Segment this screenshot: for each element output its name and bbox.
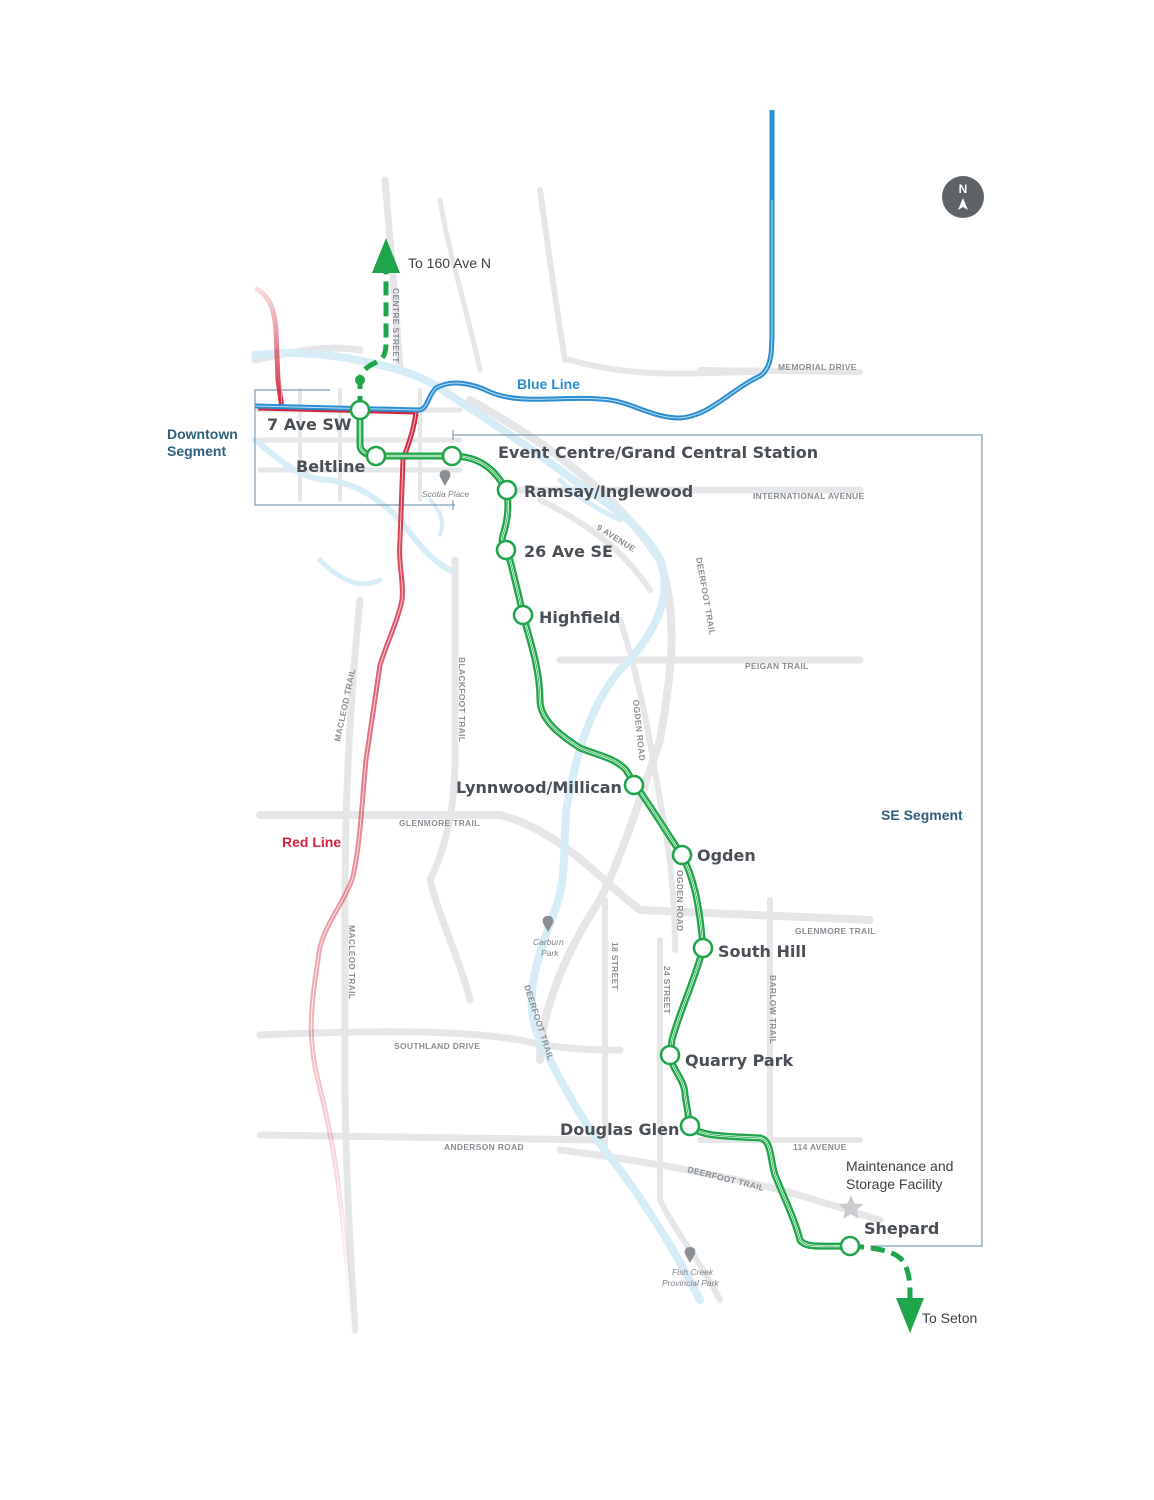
svg-text:N: N: [959, 182, 968, 196]
carburn-park-pin-icon: [542, 916, 554, 932]
road-memorial-drive: MEMORIAL DRIVE: [778, 362, 857, 372]
road-barlow-trail: BARLOW TRAIL: [768, 975, 778, 1044]
station-douglas-glen[interactable]: [679, 1115, 701, 1137]
road-macleod-south: MACLEOD TRAIL: [347, 925, 357, 999]
north-arrow-icon: [372, 238, 400, 273]
facility-star-icon: [838, 1195, 864, 1219]
label-7-ave-sw: 7 Ave SW: [267, 415, 352, 434]
blue-line: [254, 110, 775, 421]
station-ramsay-inglewood[interactable]: [496, 479, 518, 501]
segment-labels: Downtown Segment SE Segment: [167, 426, 963, 823]
carburn-park-label-1: Carburn: [533, 937, 564, 947]
station-lynnwood-millican[interactable]: [623, 774, 645, 796]
road-centre-street: CENTRE STREET: [391, 288, 401, 363]
scotia-place-label: Scotia Place: [422, 489, 470, 499]
label-highfield: Highfield: [539, 608, 620, 627]
road-ogden-south: OGDEN ROAD: [675, 870, 685, 932]
road-peigan-trail: PEIGAN TRAIL: [745, 661, 809, 671]
label-26-ave-se: 26 Ave SE: [524, 542, 613, 561]
rivers: [251, 349, 704, 1304]
downtown-segment-label-2: Segment: [167, 443, 226, 459]
carburn-park-label-2: Park: [541, 948, 559, 958]
stations: [349, 399, 861, 1257]
station-south-hill[interactable]: [692, 937, 714, 959]
line-labels: Blue Line Red Line: [282, 376, 580, 850]
station-7-ave-sw[interactable]: [349, 399, 371, 421]
fish-creek-label-2: Provincial Park: [662, 1278, 719, 1288]
facility-label-1: Maintenance and: [846, 1158, 953, 1174]
label-event-centre: Event Centre/Grand Central Station: [498, 443, 818, 462]
road-glenmore-west: GLENMORE TRAIL: [399, 818, 480, 828]
station-beltline[interactable]: [365, 445, 387, 467]
blue-line-label: Blue Line: [517, 376, 580, 392]
road-deerfoot-north: DEERFOOT TRAIL: [694, 557, 718, 636]
label-lynnwood-millican: Lynnwood/Millican: [456, 778, 622, 797]
red-line-label: Red Line: [282, 834, 341, 850]
station-shepard[interactable]: [839, 1235, 861, 1257]
road-114-avenue: 114 AVENUE: [793, 1142, 847, 1152]
label-ramsay-inglewood: Ramsay/Inglewood: [524, 482, 693, 501]
south-direction-label: To Seton: [922, 1310, 977, 1326]
north-direction-label: To 160 Ave N: [408, 255, 491, 271]
label-beltline: Beltline: [296, 457, 366, 476]
station-quarry-park[interactable]: [659, 1044, 681, 1066]
fish-creek-label-1: Fish Creek: [672, 1267, 714, 1277]
facility-labels: Maintenance and Storage Facility: [846, 1158, 953, 1192]
road-southland-drive: SOUTHLAND DRIVE: [394, 1041, 480, 1051]
station-highfield[interactable]: [512, 604, 534, 626]
red-line: [253, 285, 419, 1331]
label-ogden: Ogden: [697, 846, 756, 865]
road-deerfoot-south: DEERFOOT TRAIL: [687, 1164, 766, 1193]
scotia-place-pin-icon: [439, 470, 451, 486]
se-segment-label: SE Segment: [881, 807, 963, 823]
road-24-street: 24 STREET: [662, 966, 672, 1015]
label-quarry-park: Quarry Park: [685, 1051, 794, 1070]
south-arrow-icon: [896, 1298, 924, 1333]
label-shepard: Shepard: [864, 1219, 939, 1238]
downtown-segment-label-1: Downtown: [167, 426, 238, 442]
station-26-ave-se[interactable]: [495, 539, 517, 561]
facility-label-2: Storage Facility: [846, 1176, 942, 1192]
fish-creek-pin-icon: [684, 1247, 696, 1263]
compass-icon: N: [942, 176, 984, 218]
road-18-street: 18 STREET: [610, 942, 620, 991]
place-labels: Scotia Place Carburn Park Fish Creek Pro…: [422, 489, 719, 1288]
direction-labels: To 160 Ave N To Seton: [408, 255, 977, 1326]
road-glenmore-east: GLENMORE TRAIL: [795, 926, 876, 936]
road-network: [251, 176, 884, 1334]
road-anderson-road: ANDERSON ROAD: [444, 1142, 524, 1152]
station-ogden[interactable]: [671, 844, 693, 866]
label-douglas-glen: Douglas Glen: [560, 1120, 679, 1139]
segment-boxes: [254, 389, 983, 1247]
label-south-hill: South Hill: [718, 942, 806, 961]
poi-pins: [439, 470, 696, 1263]
station-labels: 7 Ave SW Beltline Event Centre/Grand Cen…: [267, 415, 939, 1238]
station-event-centre[interactable]: [441, 445, 463, 467]
road-international-avenue: INTERNATIONAL AVENUE: [753, 491, 864, 501]
road-blackfoot-trail: BLACKFOOT TRAIL: [457, 657, 467, 742]
